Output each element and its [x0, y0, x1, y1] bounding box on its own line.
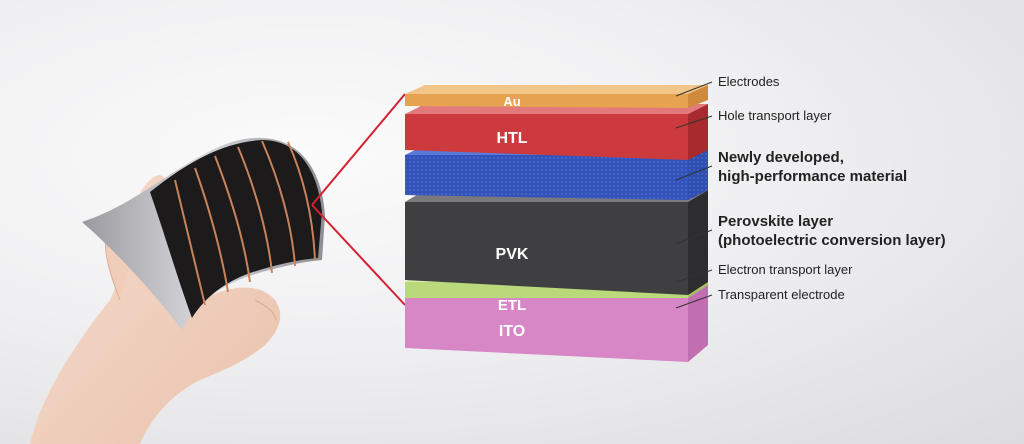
leader-new-material — [675, 165, 713, 181]
callout-hole-transport: Hole transport layer — [718, 108, 832, 123]
callout-new-material-line2: high-performance material — [718, 168, 908, 185]
etl-label: ETL — [498, 297, 526, 314]
callout-perovskite-line1: Perovskite layer — [718, 213, 834, 230]
flexible-solar-film — [82, 137, 325, 330]
callout-perovskite-line2: (photoelectric conversion layer) — [718, 232, 946, 249]
pvk-label: PVK — [496, 246, 529, 263]
htl-layer — [405, 104, 708, 160]
leader-transparent-electrode — [675, 294, 713, 309]
leader-lines — [675, 81, 713, 309]
leader-electrodes — [675, 81, 713, 97]
callout-electron-transport: Electron transport layer — [718, 262, 853, 277]
au-label: Au — [503, 94, 520, 109]
pvk-layer — [405, 190, 708, 295]
leader-electron-transport — [675, 269, 713, 283]
leader-hole-transport — [675, 115, 713, 129]
zoom-lines — [311, 93, 406, 306]
htl-label: HTL — [496, 130, 527, 147]
leader-perovskite — [675, 229, 713, 245]
callout-new-material-line1: Newly developed, — [718, 149, 844, 166]
ito-label: ITO — [499, 323, 525, 340]
au-layer — [405, 85, 708, 108]
callout-electrodes: Electrodes — [718, 74, 780, 89]
callout-transparent-electrode: Transparent electrode — [718, 287, 845, 302]
